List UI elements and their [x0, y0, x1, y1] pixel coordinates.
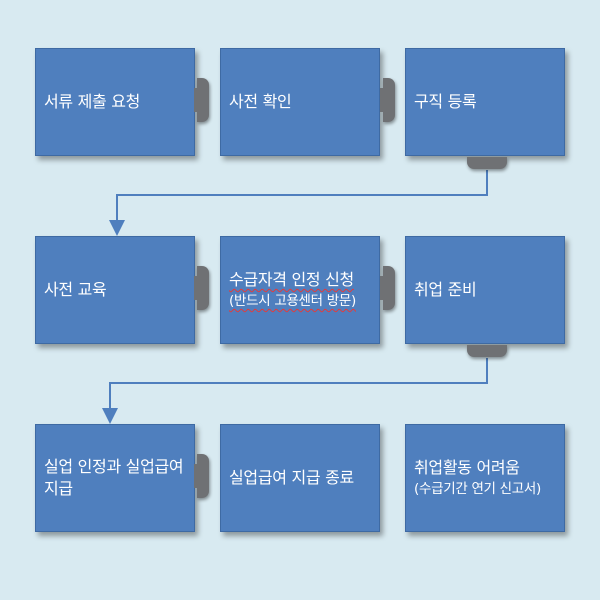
- step-label: 실업급여 지급 종료: [229, 468, 354, 487]
- connector-tab: [194, 78, 209, 122]
- connector-row2-to-row3: [102, 358, 488, 424]
- step-box-8: 실업급여 지급 종료: [220, 424, 380, 532]
- step-box-3: 구직 등록: [405, 48, 565, 156]
- connector-tab: [467, 345, 507, 357]
- step-label: 서류 제출 요청: [44, 92, 141, 111]
- step-box-4: 사전 교육: [35, 236, 195, 344]
- step-sublabel: (수급기간 연기 신고서): [414, 481, 541, 497]
- connector-tab: [467, 157, 507, 169]
- connector-row1-to-row2: [109, 170, 488, 236]
- step-label: 사전 교육: [44, 280, 107, 299]
- connector-tab: [380, 266, 395, 310]
- step-box-5: 수급자격 인정 신청 (반드시 고용센터 방문): [220, 236, 380, 344]
- step-sublabel: (반드시 고용센터 방문): [229, 293, 356, 309]
- connector-tab: [194, 454, 209, 498]
- step-box-6: 취업 준비: [405, 236, 565, 344]
- step-box-7: 실업 인정과 실업급여 지급: [35, 424, 195, 532]
- connector-tab: [194, 266, 209, 310]
- step-label: 구직 등록: [414, 92, 477, 111]
- step-label: 실업 인정과 실업급여 지급: [44, 457, 184, 498]
- step-label: 취업 준비: [414, 280, 477, 299]
- connector-tab: [380, 78, 395, 122]
- step-label: 수급자격 인정 신청: [229, 270, 354, 289]
- step-label: 사전 확인: [229, 92, 292, 111]
- step-label: 취업활동 어려움: [414, 458, 520, 477]
- step-box-1: 서류 제출 요청: [35, 48, 195, 156]
- step-box-2: 사전 확인: [220, 48, 380, 156]
- step-box-9: 취업활동 어려움 (수급기간 연기 신고서): [405, 424, 565, 532]
